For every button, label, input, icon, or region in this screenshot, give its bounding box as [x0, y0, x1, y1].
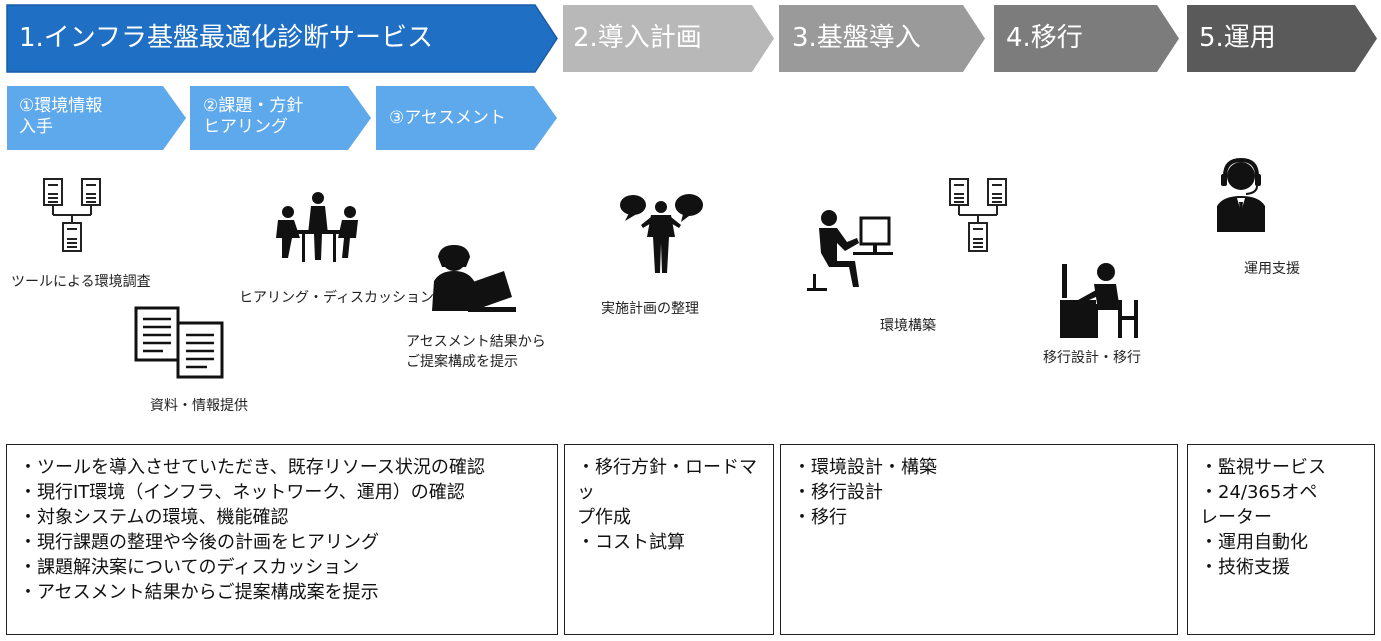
phase-chevron-4[interactable]: [994, 5, 1179, 72]
box-line: ・24/365オペ: [1200, 482, 1318, 503]
phase-chevron-1[interactable]: [6, 4, 558, 73]
desk-worker-icon: [807, 210, 893, 291]
server-cluster-icon: [949, 178, 1007, 252]
description-box-plan: ・移行方針・ロードマッ プ作成 ・コスト試算: [564, 444, 774, 635]
box-line: ・ツールを導入させていただき、既存リソース状況の確認: [19, 457, 485, 478]
box-line: ・課題解決案についてのディスカッション: [19, 557, 360, 578]
laptop-user-icon: [432, 245, 516, 312]
box-line: ・現行課題の整理や今後の計画をヒアリング: [19, 532, 379, 553]
caption-migration: 移行設計・移行: [1043, 350, 1141, 366]
box-line: プ作成: [577, 507, 631, 528]
phase-label-2: 2.導入計画: [573, 23, 702, 53]
caption-tool-survey: ツールによる環境調査: [11, 274, 151, 290]
phase-chevron-2[interactable]: [563, 5, 774, 72]
server-cluster-icon: [43, 178, 101, 252]
meeting-icon: [276, 192, 358, 262]
phase-chevron-3[interactable]: [779, 5, 985, 72]
box-line: レーター: [1200, 507, 1272, 528]
description-box-build: ・環境設計・構築 ・移行設計 ・移行: [780, 444, 1178, 635]
phase-label-5: 5.運用: [1199, 23, 1276, 53]
speaker-icon: [620, 194, 703, 273]
operator-icon: [1060, 263, 1138, 338]
sub-step-label-2: ②課題・方針 ヒアリング: [203, 96, 304, 137]
phase-chevron-bar: [6, 4, 1377, 73]
phase-chevron-5[interactable]: [1187, 5, 1377, 72]
phase-label-3: 3.基盤導入: [792, 23, 921, 53]
phase-label-4: 4.移行: [1006, 23, 1083, 53]
document-stack-icon: [134, 306, 224, 379]
sub-step-chevron-2[interactable]: [190, 86, 371, 150]
box-line: ・技術支援: [1200, 557, 1290, 578]
box-line: ・運用自動化: [1200, 532, 1308, 553]
caption-hearing: ヒアリング・ディスカッション: [239, 290, 435, 306]
caption-operation: 運用支援: [1244, 261, 1300, 277]
headset-operator-icon: [1217, 158, 1265, 232]
description-box-assessment: ・ツールを導入させていただき、既存リソース状況の確認 ・現行IT環境（インフラ、…: [6, 444, 558, 635]
box-line: ・移行方針・ロードマッ: [577, 457, 757, 503]
phase-label-1: 1.インフラ基盤最適化診断サービス: [19, 23, 434, 53]
box-line: ・アセスメント結果からご提案構成案を提示: [19, 582, 379, 603]
sub-step-label-3: ③アセスメント: [389, 108, 506, 128]
sub-step-bar: [7, 86, 557, 150]
box-line: ・移行設計: [793, 482, 883, 503]
box-line: ・コスト試算: [577, 532, 685, 553]
caption-assessment: アセスメント結果から ご提案構成を提示: [406, 334, 546, 370]
box-line: ・環境設計・構築: [793, 457, 937, 478]
sub-step-label-1: ①環境情報 入手: [19, 96, 103, 137]
sub-step-chevron-3[interactable]: [376, 86, 557, 150]
box-line: ・現行IT環境（インフラ、ネットワーク、運用）の確認: [19, 482, 465, 503]
description-box-operation: ・監視サービス ・24/365オペ レーター ・運用自動化 ・技術支援: [1187, 444, 1375, 635]
sub-step-chevron-1[interactable]: [7, 86, 186, 150]
caption-plan: 実施計画の整理: [601, 301, 699, 317]
box-line: ・対象システムの環境、機能確認: [19, 507, 289, 528]
caption-documents: 資料・情報提供: [150, 398, 248, 414]
box-line: ・監視サービス: [1200, 457, 1326, 478]
box-line: ・移行: [793, 507, 847, 528]
caption-build: 環境構築: [880, 318, 936, 334]
